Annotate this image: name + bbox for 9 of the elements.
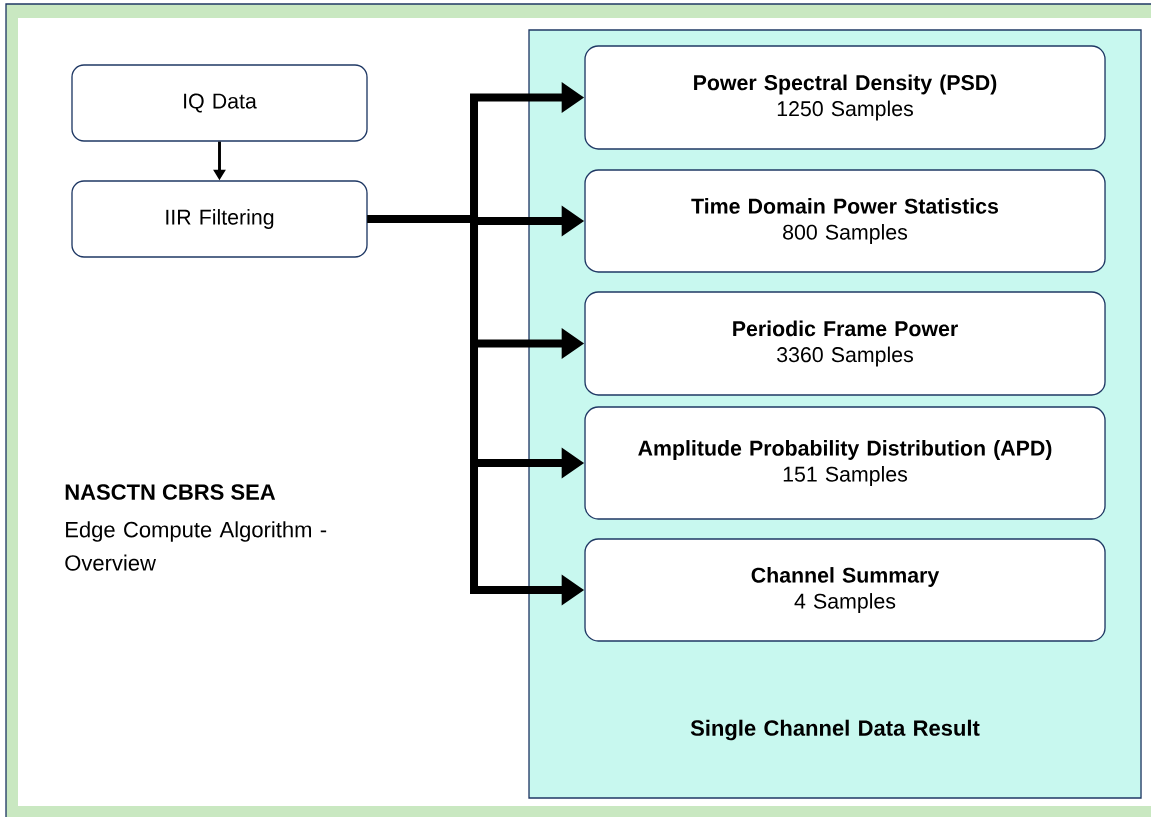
result-box: Amplitude Probability Distribution (APD) 151 Samples <box>584 406 1106 520</box>
result-box: Power Spectral Density (PSD) 1250 Samples <box>584 45 1106 150</box>
result-box: Periodic Frame Power 3360 Samples <box>584 291 1106 396</box>
result-box: Channel Summary 4 Samples <box>584 538 1106 642</box>
process-box: IIR Filtering <box>71 180 368 258</box>
result-box: Time Domain Power Statistics 800 Samples <box>584 169 1106 273</box>
process-box: IQ Data <box>71 64 368 142</box>
title-text: NASCTN CBRS SEA <box>65 484 276 500</box>
subtitle-text: Edge Compute Algorithm - Overview <box>65 521 327 571</box>
